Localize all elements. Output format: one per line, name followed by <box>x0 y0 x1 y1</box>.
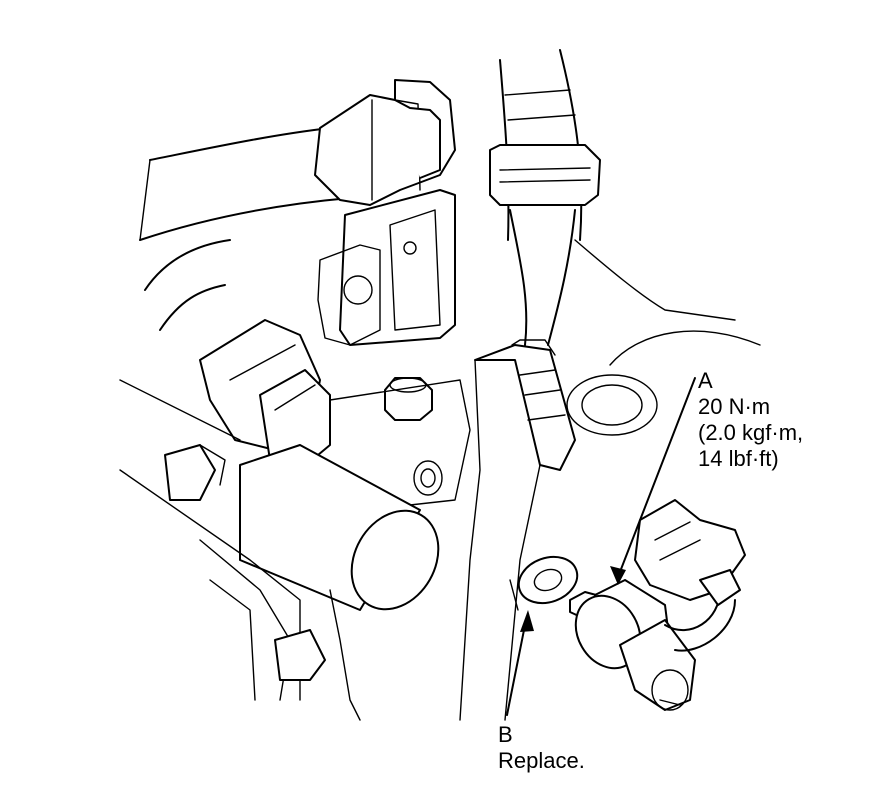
lower-engine-parts <box>119 379 361 721</box>
upper-hose <box>139 127 351 241</box>
solenoid-cylinder <box>239 444 440 611</box>
left-hose-and-connector <box>144 239 331 471</box>
callout-b-washer-note: B Replace. <box>498 722 585 774</box>
pressure-switch <box>569 579 696 711</box>
leader-line-a <box>610 377 696 585</box>
sealing-washer <box>509 555 579 611</box>
leader-line-b <box>506 610 534 716</box>
vertical-hose <box>489 49 601 346</box>
mounting-bracket <box>317 189 456 346</box>
center-bolt <box>384 377 433 421</box>
callout-a-torque-nm: 20 N·m <box>698 394 771 419</box>
callout-a-letter: A <box>698 368 713 393</box>
callout-a-torque-lbfft: 14 lbf·ft) <box>698 446 779 471</box>
callout-b-instruction: Replace. <box>498 748 585 773</box>
transmission-case <box>566 239 761 436</box>
upper-hose-clamp <box>314 79 456 206</box>
switch-wire-connector <box>634 499 746 652</box>
callout-a-torque-kgfm: (2.0 kgf·m, <box>698 420 804 445</box>
callout-b-letter: B <box>498 722 513 747</box>
callout-a-torque-spec: A 20 N·m (2.0 kgf·m, 14 lbf·ft) <box>698 368 803 472</box>
housing-connector <box>459 339 576 721</box>
